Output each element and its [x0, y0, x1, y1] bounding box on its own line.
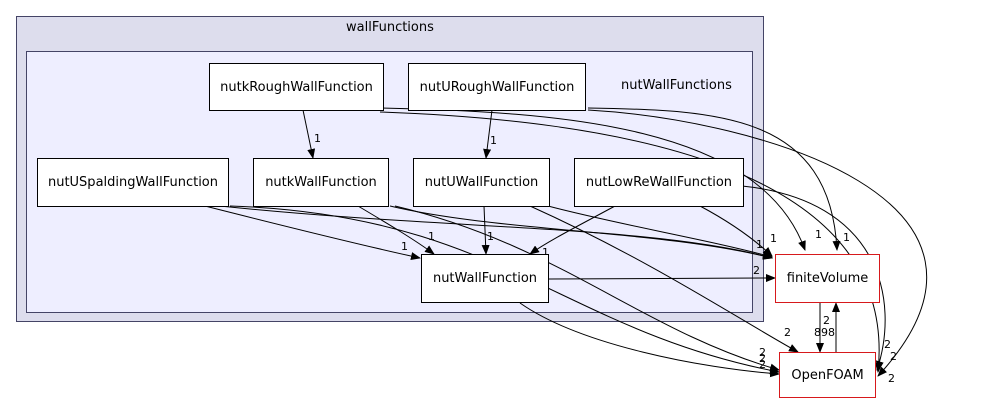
edge-label: 1 — [542, 246, 549, 259]
edge-nutu-openfoam — [529, 205, 799, 353]
edge-nuturough-nutu — [483, 109, 493, 159]
edge-label: 1 — [401, 240, 408, 253]
cluster-wallfunctions-label: wallFunctions — [346, 20, 434, 35]
node-openfoam[interactable]: OpenFOAM — [779, 352, 876, 398]
edge-nutuspalding-finitevolume — [219, 205, 773, 260]
edge-nutk-finitevolume — [389, 205, 773, 260]
edge-label: 898 — [814, 326, 835, 339]
edge-nutlowre-nutwall — [529, 205, 616, 255]
node-nutlowrewallfunction[interactable]: nutLowReWallFunction — [574, 158, 744, 207]
node-nutuspaldingwallfunction[interactable]: nutUSpaldingWallFunction — [37, 158, 229, 207]
edge-nutwall-openfoam — [519, 302, 780, 378]
edge-nutk-nutwall — [357, 205, 435, 255]
node-finitevolume[interactable]: finiteVolume — [775, 254, 880, 303]
edge-nutkrough-openfoam — [379, 111, 883, 373]
edge-label: 1 — [314, 132, 321, 145]
edge-label: 2 — [759, 352, 766, 365]
edge-label: 1 — [843, 231, 850, 244]
node-nutuwallfunction[interactable]: nutUWallFunction — [413, 158, 550, 207]
edge-label: 1 — [487, 230, 494, 243]
edge-label: 1 — [815, 228, 822, 241]
edge-label: 1 — [490, 134, 497, 147]
edge-nutuspalding-nutwall — [204, 205, 421, 261]
node-nutwallfunction[interactable]: nutWallFunction — [421, 254, 549, 303]
edge-label: 1 — [756, 238, 763, 251]
edge-label: 1 — [428, 230, 435, 243]
edge-label: 2 — [884, 338, 891, 351]
edge-nuturough-openfoam — [587, 109, 928, 377]
edge-label: 2 — [759, 346, 766, 359]
edge-label: 2 — [753, 264, 760, 277]
edge-nutk-openfoam — [394, 205, 780, 372]
node-nutkwallfunction[interactable]: nutkWallFunction — [253, 158, 389, 207]
edge-label: 2 — [823, 314, 830, 327]
edge-label: 2 — [784, 326, 791, 339]
edge-label: 1 — [770, 232, 777, 245]
edge-label: 2 — [888, 372, 895, 385]
edge-label: 2 — [759, 358, 766, 371]
edge-nutu-nutwall — [481, 205, 490, 255]
node-nutkroughwallfunction[interactable]: nutkRoughWallFunction — [209, 63, 384, 111]
edge-nutlowre-finitevolume — [699, 205, 773, 257]
edge-nutwall-finitevolume — [548, 274, 776, 283]
edge-nuturough-finitevolume — [587, 107, 841, 251]
cluster-nutwallfunctions-label: nutWallFunctions — [621, 78, 732, 93]
edge-label: 2 — [890, 350, 897, 363]
node-nuturoughwallfunction[interactable]: nutURoughWallFunction — [408, 63, 586, 111]
edge-nutu-finitevolume — [547, 205, 773, 259]
edge-nutkrough-nutk — [302, 109, 316, 159]
